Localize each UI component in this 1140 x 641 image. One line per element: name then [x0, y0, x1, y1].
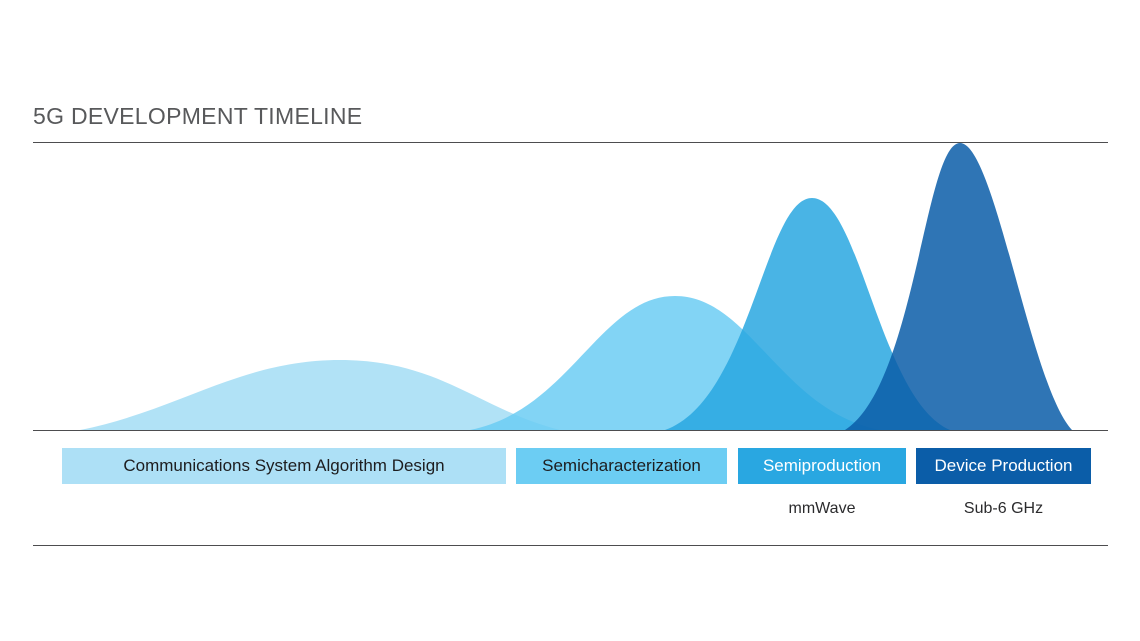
curve-semiproduction	[665, 198, 950, 430]
top-divider	[33, 142, 1108, 143]
phase-semicharacterization: Semicharacterization	[516, 448, 727, 484]
diagram-title: 5G DEVELOPMENT TIMELINE	[33, 103, 363, 129]
phase-semiproduction: Semiproduction	[738, 448, 906, 484]
baseline-divider	[33, 430, 1108, 431]
phase-algorithm-design: Communications System Algorithm Design	[62, 448, 506, 484]
curve-algorithm-design	[80, 360, 560, 430]
curve-device-production	[845, 143, 1072, 430]
phase-device-production: Device Production	[916, 448, 1091, 484]
sublabel-mmwave: mmWave	[788, 500, 856, 517]
sublabel-sub6ghz: Sub-6 GHz	[963, 500, 1044, 517]
bottom-divider	[33, 545, 1108, 546]
